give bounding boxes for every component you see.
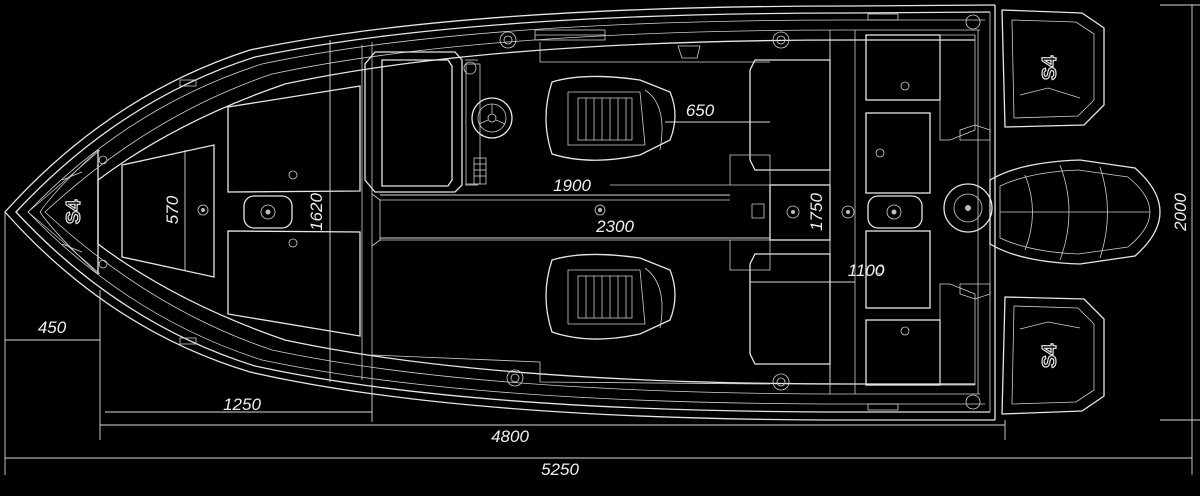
cockpit-floor — [371, 30, 856, 394]
dim-beam: 2000 — [1171, 193, 1190, 232]
dim-bow-to-console: 1250 — [223, 395, 261, 414]
dim-deck-width: 1620 — [307, 193, 326, 231]
svg-text:S4: S4 — [1039, 343, 1061, 368]
svg-text:S4: S4 — [1039, 55, 1061, 80]
transom-flap-starboard: S4 — [1001, 296, 1105, 415]
dim-overall-length: 5250 — [541, 460, 579, 479]
outboard-motor — [943, 159, 1161, 265]
dim-console-to-seat: 1900 — [553, 176, 591, 195]
bow-logo-s4: S4 — [62, 198, 85, 225]
steering-wheel — [471, 97, 513, 139]
dim-bow-hatch: 570 — [163, 195, 182, 224]
svg-text:S4: S4 — [63, 199, 85, 224]
dimension-lines — [4, 4, 1200, 475]
dimension-labels: 5250 4800 1250 450 2000 1620 570 1750 19… — [38, 101, 1190, 479]
gunwale-fittings — [179, 13, 981, 411]
transom-flap-port: S4 — [1001, 9, 1105, 128]
dim-hull-length: 4800 — [491, 427, 529, 446]
bow-hatch — [121, 144, 215, 278]
dim-cockpit-length: 2300 — [595, 217, 634, 236]
seat-port — [545, 75, 676, 161]
helm-console — [364, 51, 513, 193]
forward-deck — [227, 42, 373, 384]
seat-starboard — [545, 253, 676, 340]
rear-lockers — [865, 34, 991, 386]
dim-seat-spacing: 650 — [686, 101, 715, 120]
dim-bow-offset: 450 — [38, 318, 67, 337]
dim-cockpit-width: 1750 — [807, 193, 826, 231]
bow-area: S4 — [39, 144, 215, 278]
dim-rear-bench: 1100 — [848, 261, 885, 280]
